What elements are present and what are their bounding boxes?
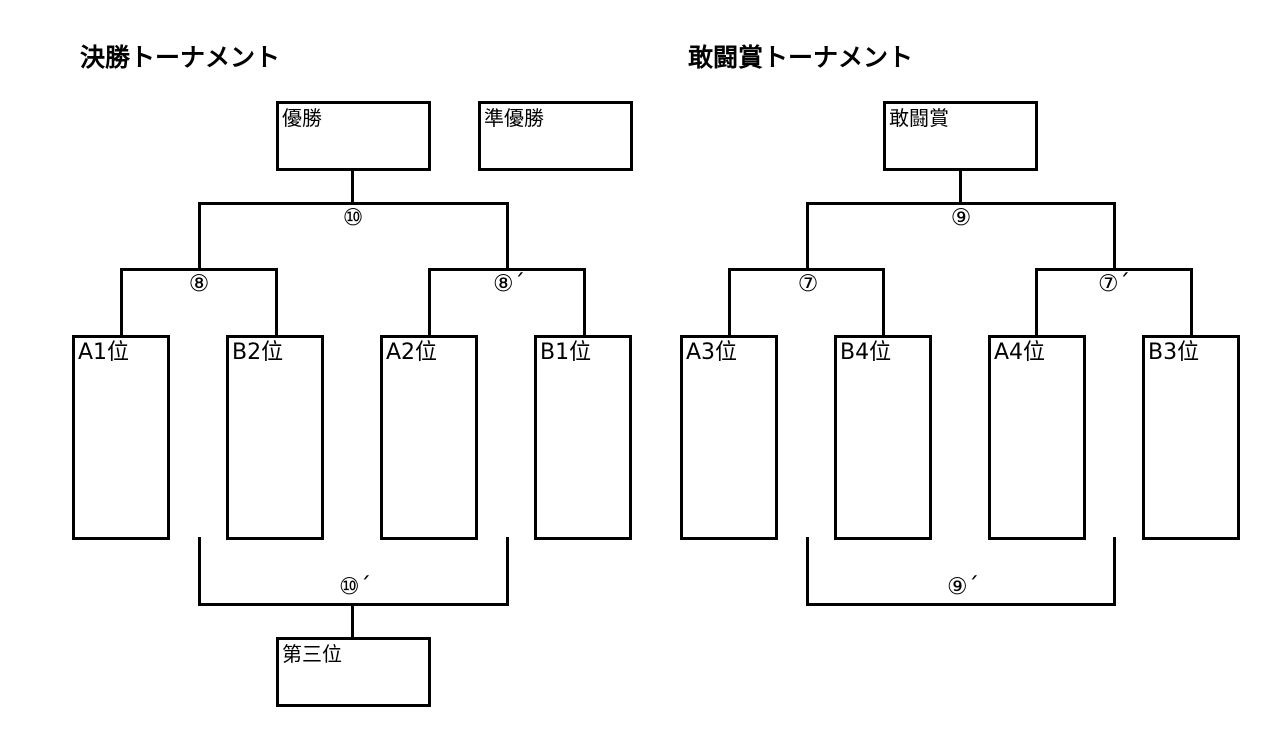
match-number-final: ⑨ <box>948 205 974 231</box>
match-number-semi-left: ⑦ <box>795 271 821 297</box>
team-label: B3位 <box>1148 340 1200 365</box>
semi-left-a-line <box>728 268 731 336</box>
final-horizontal-line <box>806 202 1116 205</box>
final-left-drop-line <box>806 202 809 270</box>
winner-label: 優勝 <box>282 106 322 130</box>
final-stem-line <box>959 171 962 204</box>
semi-left-b-line <box>275 268 278 336</box>
match-number-semi-right: ⑧´ <box>490 271 528 297</box>
final-right-drop-line <box>1113 202 1116 270</box>
third-left-line <box>198 537 201 606</box>
semi-right-horizontal-line <box>1035 268 1193 271</box>
runner-up-box: 準優勝 <box>478 101 633 171</box>
team-box: A1位 <box>72 335 170 540</box>
team-label: B1位 <box>540 340 592 365</box>
team-label: A1位 <box>78 340 130 365</box>
fighting-spirit-winner-box: 敢闘賞 <box>883 101 1038 171</box>
final-horizontal-line <box>198 202 509 205</box>
team-label: B4位 <box>840 340 892 365</box>
fighting-spirit-tournament-title: 敢闘賞トーナメント <box>688 43 914 72</box>
semi-right-b-line <box>1190 268 1193 336</box>
semi-left-horizontal-line <box>120 268 278 271</box>
team-box: B2位 <box>226 335 324 540</box>
semi-right-a-line <box>428 268 431 336</box>
team-box: B1位 <box>534 335 632 540</box>
runner-up-label: 準優勝 <box>484 106 544 130</box>
final-tournament-title: 決勝トーナメント <box>80 43 281 72</box>
match-number-third: ⑨´ <box>944 574 982 600</box>
team-label: B2位 <box>232 340 284 365</box>
match-number-final: ⑩ <box>340 205 366 231</box>
fighting-spirit-winner-label: 敢闘賞 <box>889 106 949 130</box>
third-left-line <box>806 537 809 606</box>
third-place-label: 第三位 <box>282 642 342 666</box>
winner-box: 優勝 <box>276 101 431 171</box>
final-stem-line <box>351 171 354 204</box>
semi-left-a-line <box>120 268 123 336</box>
semi-right-b-line <box>583 268 586 336</box>
team-label: A4位 <box>994 340 1046 365</box>
third-right-line <box>506 537 509 606</box>
third-stem-line <box>351 603 354 639</box>
semi-left-horizontal-line <box>728 268 885 271</box>
match-number-semi-left: ⑧ <box>186 271 212 297</box>
final-right-drop-line <box>506 202 509 270</box>
final-left-drop-line <box>198 202 201 270</box>
team-box: A3位 <box>680 335 778 540</box>
team-box: A4位 <box>988 335 1086 540</box>
team-label: A3位 <box>686 340 738 365</box>
team-box: B4位 <box>834 335 932 540</box>
third-place-box: 第三位 <box>276 637 431 707</box>
semi-left-b-line <box>882 268 885 336</box>
semi-right-horizontal-line <box>428 268 586 271</box>
semi-right-a-line <box>1035 268 1038 336</box>
team-box: A2位 <box>380 335 478 540</box>
third-right-line <box>1113 537 1116 606</box>
third-horizontal-line <box>806 603 1116 606</box>
match-number-semi-right: ⑦´ <box>1095 271 1133 297</box>
team-label: A2位 <box>386 340 438 365</box>
team-box: B3位 <box>1142 335 1240 540</box>
match-number-third: ⑩´ <box>336 574 374 600</box>
